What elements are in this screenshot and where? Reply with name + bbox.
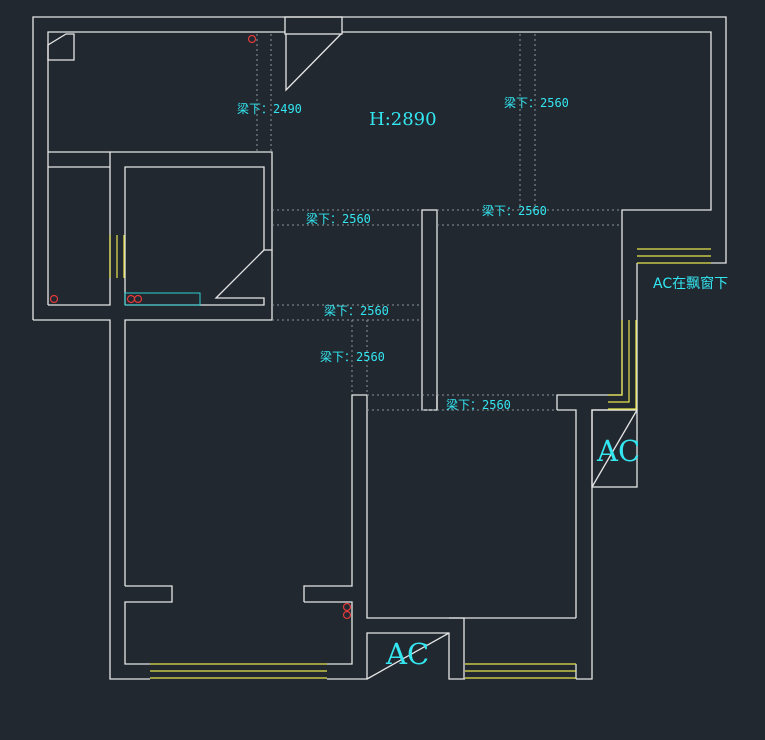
socket-markers [49, 34, 352, 620]
windows [109, 235, 711, 679]
walls [32, 16, 727, 680]
beam-label: 梁下：2560 [324, 303, 389, 318]
beam-label: 梁下：2490 [237, 101, 302, 116]
ac-label-right: AC [596, 434, 640, 468]
beam-label: 梁下：2560 [306, 211, 371, 226]
ac-label-bottom: AC [385, 637, 429, 671]
beam-label: 梁下：2560 [482, 203, 547, 218]
ceiling-height-label: H:2890 [369, 109, 437, 130]
beam-label: 梁下：2560 [504, 95, 569, 110]
bay-window-ac-note: AC在飘窗下 [653, 275, 728, 292]
beam-label: 梁下：2560 [320, 349, 385, 364]
beam-label: 梁下：2560 [446, 397, 511, 412]
beam-lines [256, 34, 622, 411]
counter-fixture [124, 292, 201, 306]
